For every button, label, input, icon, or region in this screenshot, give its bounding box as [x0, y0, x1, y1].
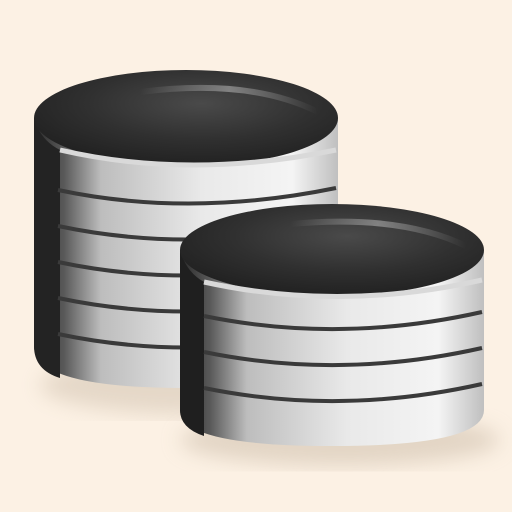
front-stack-top-lip	[203, 277, 483, 300]
front-stack	[180, 204, 484, 446]
front-stack-top-shine	[287, 218, 469, 249]
front-stack-grooves	[203, 310, 483, 404]
back-stack-top-lip	[59, 147, 337, 168]
back-stack-rim	[34, 118, 60, 378]
back-stack-top-shine	[137, 84, 321, 115]
back-stack-top	[34, 70, 338, 166]
front-stack-rim	[180, 250, 204, 436]
front-stack-top	[180, 204, 484, 296]
